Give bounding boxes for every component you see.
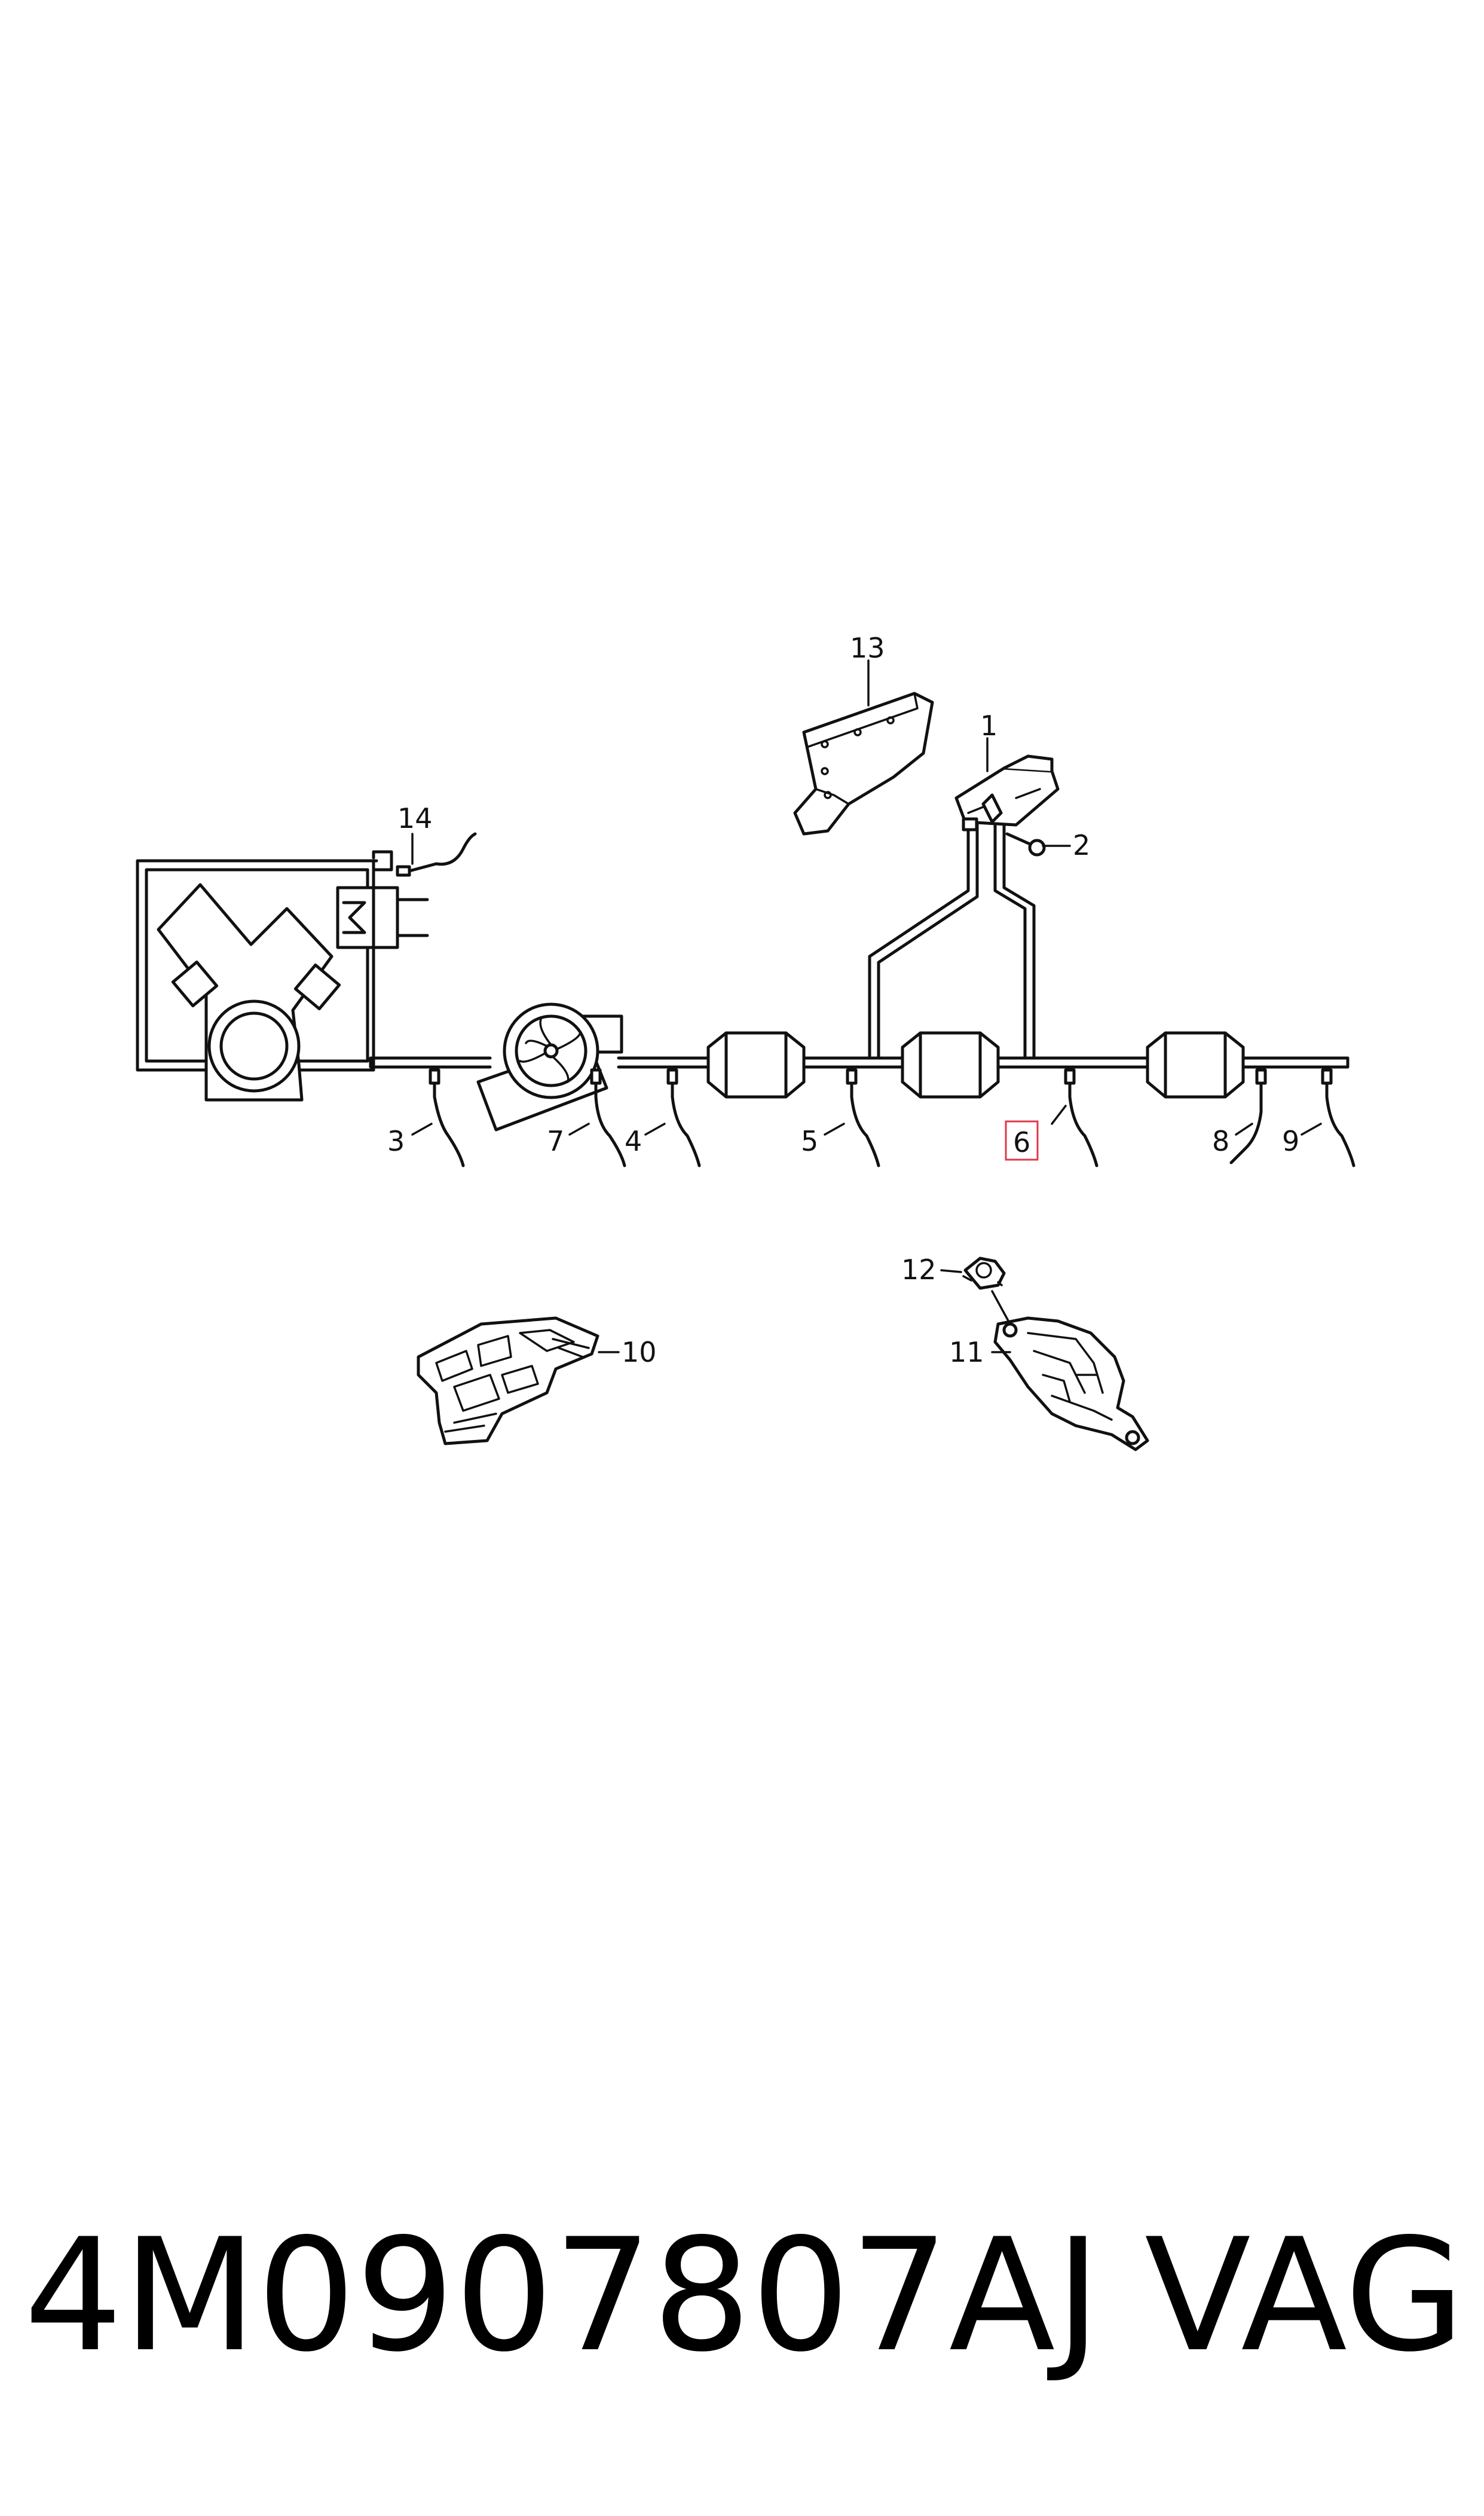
- callout-12: 12: [901, 1254, 937, 1286]
- callout-3: 3: [387, 1125, 405, 1157]
- sensor-3: [429, 1068, 465, 1167]
- callout-6: 6: [1013, 1126, 1030, 1158]
- temperature-sensor-14: [396, 832, 477, 877]
- sensor-8: [1229, 1068, 1267, 1164]
- callout-4: 4: [625, 1125, 642, 1157]
- turbocharger: [476, 1002, 623, 1132]
- callout-14: 14: [397, 802, 433, 834]
- part-number: 4M0907807AJ: [24, 2206, 1101, 2386]
- pressure-sensor: [954, 754, 1060, 831]
- bracket-10: [417, 1316, 599, 1445]
- pressure-lines: [868, 820, 1036, 1060]
- callout-7: 7: [547, 1125, 564, 1157]
- callout-9: 9: [1282, 1125, 1299, 1157]
- callout-6-highlight: [1005, 1120, 1039, 1161]
- exhaust-pipe: [369, 1056, 1350, 1069]
- leader-lines: [411, 659, 1322, 1353]
- callout-5: 5: [801, 1125, 818, 1157]
- sensor-4: [666, 1068, 701, 1167]
- brand-label: VAG: [1145, 2206, 1465, 2386]
- callout-10: 10: [622, 1336, 657, 1368]
- sensor-5: [846, 1068, 880, 1167]
- callout-1: 1: [980, 710, 998, 742]
- callout-13: 13: [850, 632, 885, 664]
- catalytic-converter-1: [706, 1031, 806, 1099]
- callouts: 13 1 2 14 3 7 4 5 6 8 9 10 11 12: [387, 632, 1299, 1368]
- bracket-11: [993, 1316, 1149, 1451]
- heat-shield: [793, 692, 934, 836]
- engine-assembly: [136, 850, 429, 1102]
- callout-2: 2: [1073, 829, 1090, 861]
- sensor-6: [1064, 1068, 1099, 1167]
- clip-12: [962, 1257, 1006, 1290]
- sensor-9: [1321, 1068, 1356, 1167]
- callout-11: 11: [949, 1336, 984, 1368]
- sensor-7: [590, 1068, 626, 1167]
- catalytic-converter-2: [901, 1031, 1000, 1099]
- callout-8: 8: [1212, 1125, 1229, 1157]
- catalytic-converter-3: [1146, 1031, 1245, 1099]
- bolt: [1005, 832, 1046, 857]
